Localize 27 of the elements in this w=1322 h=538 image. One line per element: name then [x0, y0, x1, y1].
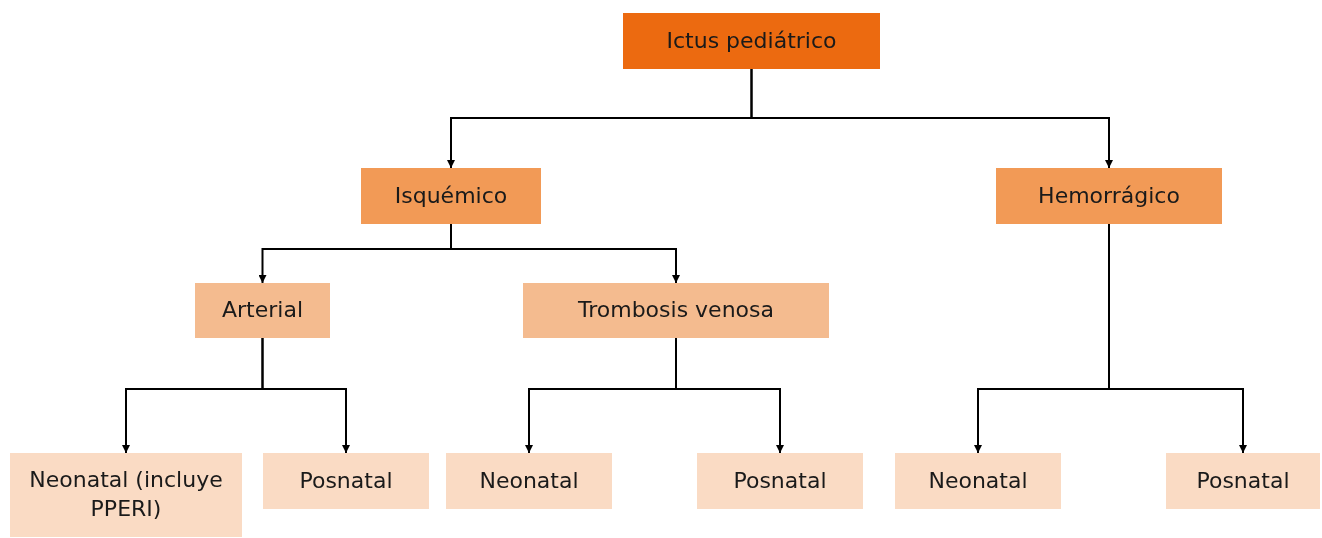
- category-box: [195, 283, 330, 338]
- connector-arrow: [450, 223, 680, 284]
- node-label: Trombosis venosa: [578, 296, 774, 325]
- category-box: [895, 453, 1061, 509]
- connector-arrow: [261, 337, 350, 454]
- category-box: [10, 453, 242, 537]
- node-label: Neonatal (incluye PPERI): [28, 466, 224, 523]
- category-box: [523, 283, 829, 338]
- category-box: [446, 453, 612, 509]
- category-box: [263, 453, 429, 509]
- category-box: [623, 13, 880, 69]
- node-label: Posnatal: [1196, 466, 1290, 495]
- node-label: Posnatal: [299, 466, 393, 495]
- category-box: [996, 168, 1222, 224]
- node-label: Hemorrágico: [1038, 181, 1180, 210]
- category-box: [697, 453, 863, 509]
- node-label: Neonatal: [479, 466, 579, 495]
- node-label: Neonatal: [928, 466, 1028, 495]
- connector-arrow: [750, 68, 1113, 169]
- category-box: [361, 168, 541, 224]
- node-label: Arterial: [222, 296, 303, 325]
- node-label: Ictus pediátrico: [666, 26, 837, 55]
- node-label: Posnatal: [733, 466, 827, 495]
- connector-arrow: [675, 337, 784, 454]
- connector-arrow: [1108, 223, 1247, 454]
- category-box: [1166, 453, 1320, 509]
- node-label: Isquémico: [394, 181, 508, 210]
